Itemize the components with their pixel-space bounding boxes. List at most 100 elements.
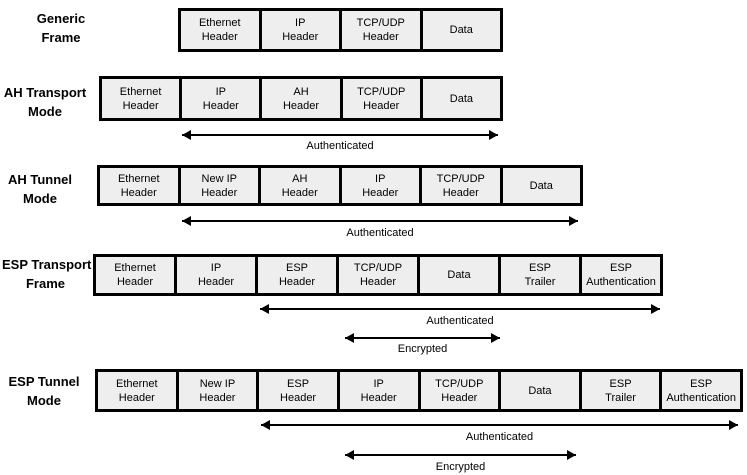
box-data: Data [417, 254, 501, 296]
box-label-line: Header [278, 276, 316, 288]
box-label-line: Header [201, 186, 238, 199]
box-label-line: Header [201, 31, 238, 43]
box-tcpudp-header: TCP/UDP Header [336, 254, 420, 296]
row-label-line: Frame [25, 276, 66, 291]
box-label-line: Header [363, 99, 400, 112]
box-data: Data [498, 369, 582, 412]
box-label-line: Header [281, 186, 318, 199]
frame-boxes-esp-transport: Ethernet Header IP Header ESP Header TCP… [93, 254, 663, 296]
box-label-line: TCP/UDP [353, 262, 403, 274]
box-data: Data [419, 8, 503, 52]
box-esp-header: ESP Header [256, 369, 340, 412]
row-label-line: Generic [36, 11, 86, 26]
box-label-line: Header [441, 391, 478, 404]
box-label-line: Header [282, 31, 319, 43]
authenticated-label: Authenticated [306, 140, 374, 152]
box-label-line: ESP [609, 377, 632, 390]
box-label-line: Header [202, 99, 239, 112]
frame-boxes-ah-tunnel: Ethernet Header New IP Header AH Header … [97, 165, 583, 206]
box-label-line: IP [375, 172, 386, 185]
box-label-line: Data [447, 269, 471, 281]
box-ip-header: IP Header [258, 8, 342, 52]
box-label-line: AH [293, 85, 309, 98]
box-ethernet-header: Ethernet Header [95, 369, 179, 412]
box-label-line: Ethernet [116, 377, 158, 390]
box-label-line: Authentication [666, 391, 737, 404]
box-label-line: AH [292, 172, 308, 185]
box-ip-header: IP Header [179, 76, 263, 121]
row-label-line: Mode [23, 191, 57, 206]
box-label-line: Header [116, 276, 154, 288]
authenticated-label: Authenticated [465, 431, 534, 443]
encrypted-arrow [345, 450, 576, 460]
box-label-line: Ethernet [114, 262, 156, 274]
box-label-line: Ethernet [117, 172, 160, 185]
box-label-line: IP [295, 17, 306, 29]
box-label-line: Ethernet [119, 85, 162, 98]
box-ip-header: IP Header [336, 369, 421, 412]
box-ah-header: AH Header [258, 165, 342, 206]
box-esp-trailer: ESP Trailer [498, 254, 582, 296]
box-label-line: New IP [199, 377, 236, 390]
box-label-line: TCP/UDP [436, 172, 485, 185]
row-label-ah-tunnel-mode: AH Tunnel Mode [0, 170, 80, 208]
row-label-line: AH Tunnel [7, 172, 73, 187]
box-ethernet-header: Ethernet Header [97, 165, 181, 206]
row-label-generic-frame: Generic Frame [6, 9, 116, 47]
frame-boxes-generic: Ethernet Header IP Header TCP/UDP Header… [178, 8, 503, 52]
box-esp-authentication: ESP Authentication [579, 254, 663, 296]
box-esp-trailer: ESP Trailer [578, 369, 663, 412]
row-label-line: Mode [27, 393, 61, 408]
box-label-line: Header [282, 99, 320, 112]
box-ah-header: AH Header [259, 76, 343, 121]
box-tcpudp-header: TCP/UDP Header [339, 8, 423, 52]
authenticated-label: Authenticated [426, 315, 494, 327]
box-ethernet-header: Ethernet Header [99, 76, 183, 121]
encrypted-arrow [345, 333, 500, 343]
box-label-line: Header [362, 31, 399, 43]
authenticated-arrow [260, 304, 660, 314]
box-label-line: Header [122, 99, 159, 112]
box-label-line: Data [529, 179, 553, 192]
box-label-line: Data [528, 384, 552, 397]
box-label-line: ESP [285, 262, 308, 274]
box-label-line: Header [120, 186, 157, 199]
box-label-line: Data [449, 92, 474, 105]
authenticated-arrow [261, 420, 738, 430]
box-new-ip-header: New IP Header [175, 369, 260, 412]
box-new-ip-header: New IP Header [177, 165, 261, 206]
encrypted-label: Encrypted [397, 343, 448, 355]
box-label-line: Header [118, 391, 155, 404]
box-label-line: ESP [690, 377, 713, 390]
box-esp-authentication: ESP Authentication [659, 369, 743, 412]
box-label-line: Header [280, 391, 317, 404]
box-label-line: TCP/UDP [356, 17, 405, 29]
authenticated-label: Authenticated [346, 227, 414, 239]
box-data: Data [499, 165, 583, 206]
box-ip-header: IP Header [174, 254, 258, 296]
box-data: Data [419, 76, 504, 121]
box-label-line: TCP/UDP [357, 85, 406, 98]
box-tcpudp-header: TCP/UDP Header [419, 165, 503, 206]
box-label-line: Header [360, 391, 397, 404]
frame-boxes-ah-transport: Ethernet Header IP Header AH Header TCP/… [99, 76, 504, 121]
box-ethernet-header: Ethernet Header [178, 8, 262, 52]
frame-boxes-esp-tunnel: Ethernet Header New IP Header ESP Header… [95, 369, 743, 412]
row-label-line: Mode [28, 104, 62, 119]
box-label-line: ESP [609, 262, 632, 274]
authenticated-arrow [182, 216, 578, 226]
box-label-line: Trailer [524, 276, 556, 288]
row-label-line: AH Transport [3, 85, 87, 100]
box-ethernet-header: Ethernet Header [93, 254, 177, 296]
box-label-line: IP [210, 262, 222, 274]
row-label-esp-tunnel-mode: ESP Tunnel Mode [0, 372, 88, 410]
box-label-line: Header [199, 391, 236, 404]
box-label-line: TCP/UDP [435, 377, 484, 390]
authenticated-arrow [182, 130, 498, 140]
row-label-ah-transport-mode: AH Transport Mode [0, 83, 90, 121]
encrypted-label: Encrypted [435, 461, 486, 473]
box-label-line: IP [215, 85, 226, 98]
box-label-line: ESP [287, 377, 310, 390]
row-label-line: ESP Transport [2, 257, 92, 272]
box-tcpudp-header: TCP/UDP Header [417, 369, 502, 412]
